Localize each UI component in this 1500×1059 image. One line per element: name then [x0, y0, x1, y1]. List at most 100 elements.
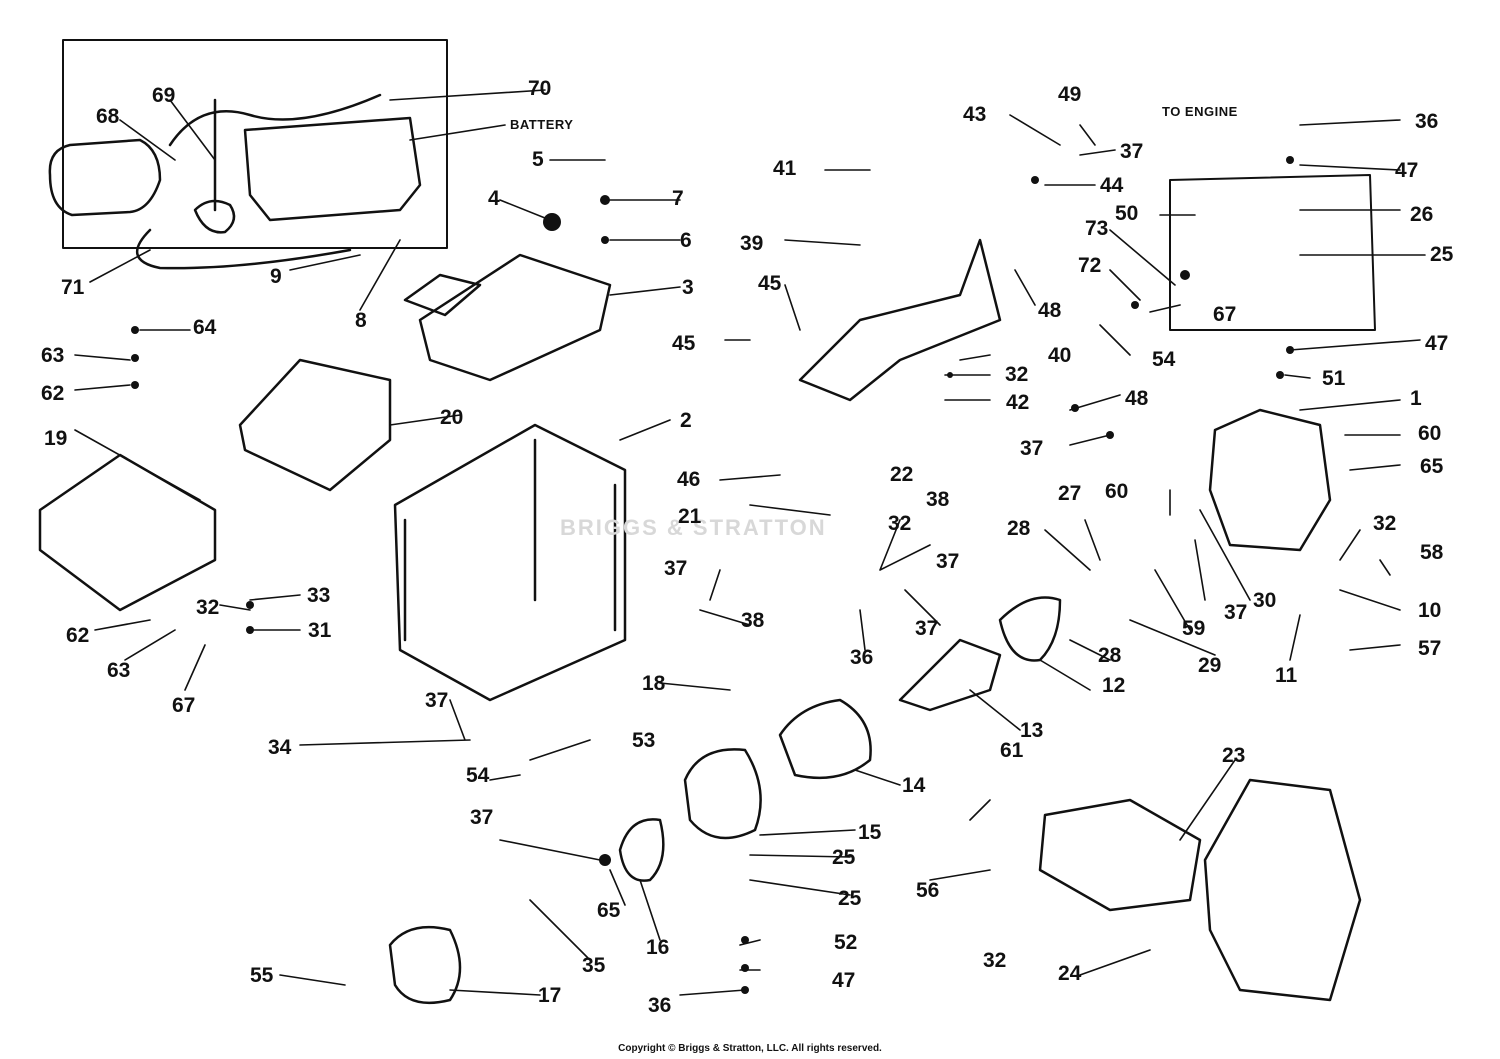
callout-60a: 60	[1418, 422, 1442, 445]
callout-59: 59	[1182, 617, 1206, 640]
callout-49: 49	[1058, 83, 1082, 106]
callout-37g: 37	[425, 689, 449, 712]
callout-65b: 65	[597, 899, 621, 922]
fuel-tank-part	[418, 253, 612, 382]
callout-62a: 62	[41, 382, 65, 405]
bearing-bracket-part	[998, 596, 1062, 662]
callout-37a: 37	[1120, 140, 1144, 163]
callout-60b: 60	[1105, 480, 1129, 503]
callout-27: 27	[1058, 482, 1082, 505]
callout-28b: 28	[1098, 644, 1122, 667]
engine-part-bottom	[1203, 778, 1362, 1002]
callout-62b: 62	[66, 624, 90, 647]
callout-40: 40	[1048, 344, 1072, 367]
callout-16: 16	[646, 936, 670, 959]
mount-rail-part	[1169, 174, 1376, 331]
callout-7: 7	[672, 187, 684, 210]
callout-47a: 47	[1395, 159, 1419, 182]
control-box-part	[798, 238, 1002, 402]
callout-51: 51	[1322, 367, 1346, 390]
callout-58: 58	[1420, 541, 1444, 564]
callout-1: 1	[1410, 387, 1422, 410]
callout-61: 61	[1000, 739, 1024, 762]
callout-46: 46	[677, 468, 701, 491]
callout-54a: 54	[1152, 348, 1176, 371]
callout-45a: 45	[758, 272, 782, 295]
callout-47c: 47	[832, 969, 856, 992]
starter-motor-part	[48, 138, 162, 217]
watermark-text: BRIGGS & STRATTON	[560, 515, 827, 540]
callout-2: 2	[680, 409, 692, 432]
callout-32b: 32	[1005, 363, 1029, 386]
rotor-part	[898, 638, 1002, 712]
callout-30: 30	[1253, 589, 1277, 612]
callout-15: 15	[858, 821, 882, 844]
callout-44: 44	[1100, 174, 1124, 197]
callout-14: 14	[902, 774, 926, 797]
callout-36a: 36	[1415, 110, 1439, 133]
callout-13: 13	[1020, 719, 1044, 742]
callout-48a: 48	[1038, 299, 1062, 322]
callout-21: 21	[678, 505, 702, 528]
callout-43: 43	[963, 103, 987, 126]
callout-6: 6	[680, 229, 692, 252]
leader-lines	[74, 89, 1426, 996]
callout-57: 57	[1418, 637, 1442, 660]
stator-part	[778, 698, 872, 780]
callout-37b: 37	[1020, 437, 1044, 460]
frame-part	[393, 423, 627, 702]
callout-9: 9	[270, 265, 282, 288]
callout-31: 31	[308, 619, 332, 642]
callout-63a: 63	[41, 344, 65, 367]
callout-36b: 36	[850, 646, 874, 669]
callout-64: 64	[193, 316, 217, 339]
callout-54b: 54	[466, 764, 490, 787]
engine-part-top	[1208, 408, 1332, 552]
control-panel-part	[238, 358, 392, 492]
cover-part	[38, 453, 217, 612]
callout-32a: 32	[196, 596, 220, 619]
callout-48b: 48	[1125, 387, 1149, 410]
callout-22: 22	[890, 463, 914, 486]
callout-11: 11	[1275, 664, 1298, 687]
callout-10: 10	[1418, 599, 1442, 622]
blower-part	[388, 925, 462, 1005]
callout-67b: 67	[172, 694, 196, 717]
callout-5: 5	[532, 148, 544, 171]
label-to-engine: TO ENGINE	[1162, 104, 1238, 119]
battery-kit-outline	[62, 39, 448, 249]
battery-part	[243, 116, 422, 222]
callout-8: 8	[355, 309, 367, 332]
callout-33: 33	[307, 584, 331, 607]
callout-70: 70	[528, 77, 552, 100]
copyright-notice: Copyright © Briggs & Stratton, LLC. All …	[618, 1043, 882, 1054]
callout-65a: 65	[1420, 455, 1444, 478]
callout-38b: 38	[741, 609, 765, 632]
callout-37d: 37	[664, 557, 688, 580]
callout-56: 56	[916, 879, 940, 902]
callout-25c: 25	[838, 887, 862, 910]
callout-29: 29	[1198, 654, 1222, 677]
callout-20: 20	[440, 406, 464, 429]
callout-37e: 37	[915, 617, 939, 640]
callout-71: 71	[61, 276, 85, 299]
callout-38a: 38	[926, 488, 950, 511]
callout-12: 12	[1102, 674, 1126, 697]
callout-67a: 67	[1213, 303, 1237, 326]
callout-32c: 32	[888, 512, 912, 535]
callout-68: 68	[96, 105, 120, 128]
mounting-base-part	[1038, 798, 1202, 912]
callout-39: 39	[740, 232, 764, 255]
callout-23: 23	[1222, 744, 1246, 767]
callout-41: 41	[773, 157, 797, 180]
callout-50: 50	[1115, 202, 1139, 225]
callout-45b: 45	[672, 332, 696, 355]
callout-26: 26	[1410, 203, 1434, 226]
label-battery: BATTERY	[510, 117, 574, 132]
callout-4: 4	[488, 187, 500, 210]
callout-36c: 36	[648, 994, 672, 1017]
callout-34: 34	[268, 736, 292, 759]
callout-32d: 32	[1373, 512, 1397, 535]
callout-19: 19	[44, 427, 68, 450]
